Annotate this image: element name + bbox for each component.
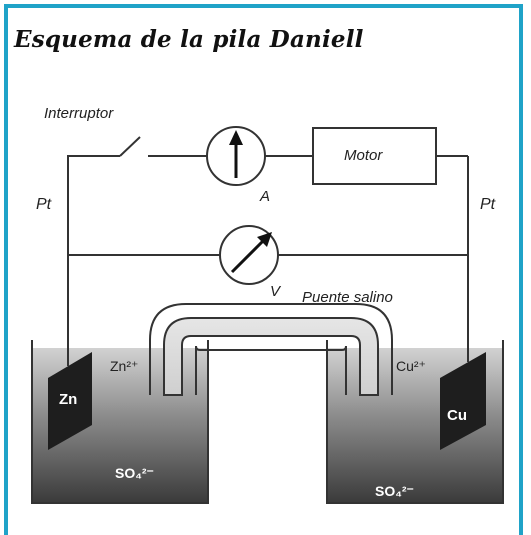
switch: [119, 136, 141, 157]
ammeter-label: A: [259, 188, 270, 205]
voltmeter-label: V: [270, 283, 282, 300]
pt-left-label: Pt: [36, 196, 52, 213]
sulfate-left-label: SO₄²⁻: [115, 465, 154, 481]
salt-bridge-label: Puente salino: [302, 289, 393, 306]
pt-right-label: Pt: [480, 196, 496, 213]
copper-electrode: [440, 348, 486, 450]
switch-label: Interruptor: [44, 105, 114, 122]
cu-electrode-label: Cu: [447, 407, 467, 424]
zinc-electrode: [48, 340, 92, 450]
motor-label: Motor: [344, 147, 383, 164]
sulfate-right-label: SO₄²⁻: [375, 483, 414, 499]
circuit-wires: [67, 155, 469, 348]
voltmeter: [219, 225, 279, 285]
motor: [312, 127, 437, 185]
zn-electrode-label: Zn: [59, 391, 77, 408]
cu-ion-label: Cu²⁺: [396, 358, 426, 374]
ammeter: [206, 126, 266, 186]
diagram-title: Esquema de la pila Daniell: [14, 26, 364, 53]
salt-bridge: [149, 303, 393, 396]
zn-ion-label: Zn²⁺: [110, 358, 138, 374]
